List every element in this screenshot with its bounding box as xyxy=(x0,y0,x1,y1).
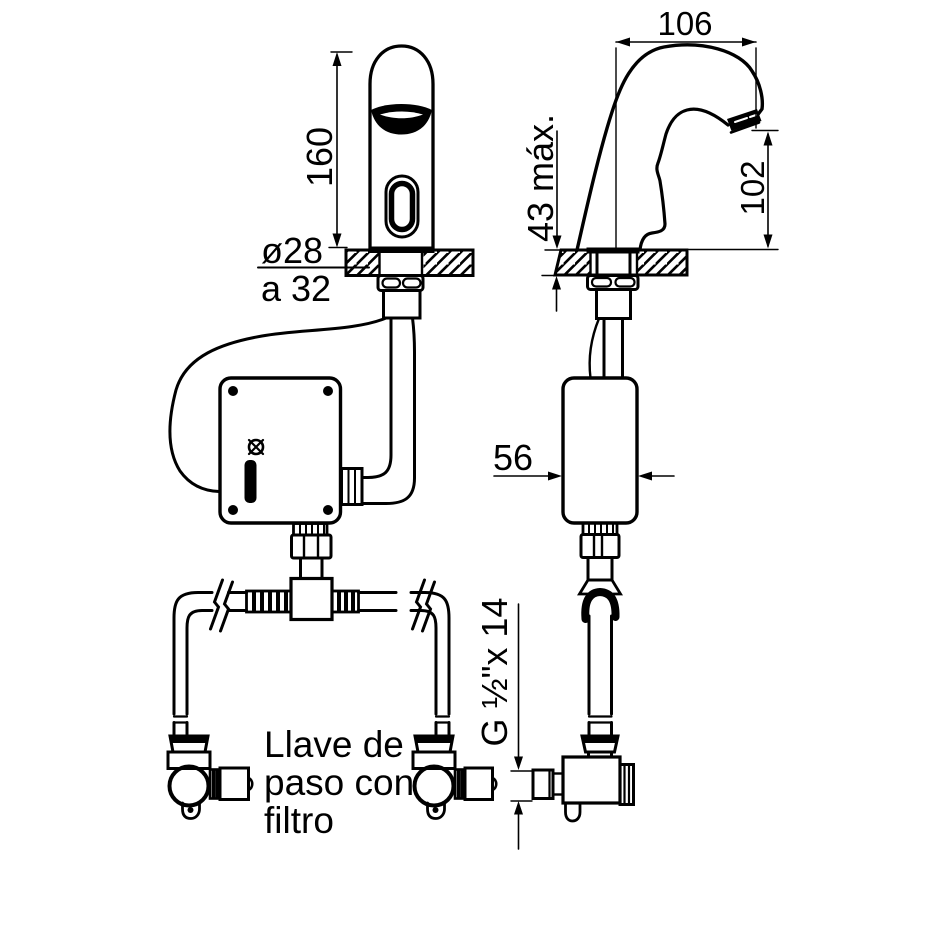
mounting-shank-front xyxy=(376,274,425,320)
dim-label-43-max: 43 máx. xyxy=(520,114,561,242)
valve-note-line1: Llave de xyxy=(264,724,404,765)
thread-label: G ½"x 14 xyxy=(474,598,515,747)
screw-icon xyxy=(228,505,238,515)
aerator-icon xyxy=(727,109,762,131)
supply-tee xyxy=(245,522,360,622)
valve-knob xyxy=(412,764,456,808)
faucet-front xyxy=(368,44,435,253)
shutoff-valve-left xyxy=(166,734,254,820)
deck-side xyxy=(553,247,689,277)
dim-label-106: 106 xyxy=(657,5,712,42)
sensor-window-icon xyxy=(384,174,420,239)
dim-label-56: 56 xyxy=(493,437,533,478)
hole-dia-label-top: ø28 xyxy=(261,230,323,271)
dim-label-102: 102 xyxy=(734,160,771,215)
sensor-cable xyxy=(168,316,388,493)
supply-pipe-front xyxy=(340,316,416,506)
side-view xyxy=(493,37,779,850)
hose-left xyxy=(172,578,248,738)
valve-knob xyxy=(167,764,211,808)
dim-160 xyxy=(328,51,353,249)
labels: 106 160 102 43 máx. 56 ø28 a 32 G ½"x 14… xyxy=(261,5,771,841)
dim-43-max xyxy=(541,130,562,312)
front-view xyxy=(166,44,498,820)
outlet-hose-side xyxy=(577,521,623,759)
valve-note-line2: paso con xyxy=(264,762,414,803)
dim-102 xyxy=(688,129,779,251)
control-box-side xyxy=(561,376,639,525)
mounting-shank-side xyxy=(586,274,640,380)
screw-icon xyxy=(323,386,333,396)
sensor-cable-side xyxy=(588,317,601,380)
pipe-break-icon xyxy=(411,578,436,633)
shutoff-valve-side xyxy=(531,755,635,823)
control-box-front xyxy=(218,376,343,525)
shutoff-valve-right xyxy=(411,734,498,820)
dim-56 xyxy=(493,471,675,481)
screw-icon xyxy=(228,386,238,396)
dim-label-160: 160 xyxy=(299,127,340,187)
dim-thread xyxy=(510,603,533,850)
dim-106 xyxy=(615,37,757,251)
deck-front xyxy=(344,248,475,277)
valve-note-line3: filtro xyxy=(264,800,334,841)
screw-icon xyxy=(323,505,333,515)
faucet-side xyxy=(575,43,765,252)
pipe-break-icon xyxy=(209,578,234,633)
hose-right xyxy=(357,578,451,738)
spout-opening xyxy=(371,104,432,135)
brand-logo-icon xyxy=(244,438,265,503)
hole-dia-label-bottom: a 32 xyxy=(261,268,331,309)
